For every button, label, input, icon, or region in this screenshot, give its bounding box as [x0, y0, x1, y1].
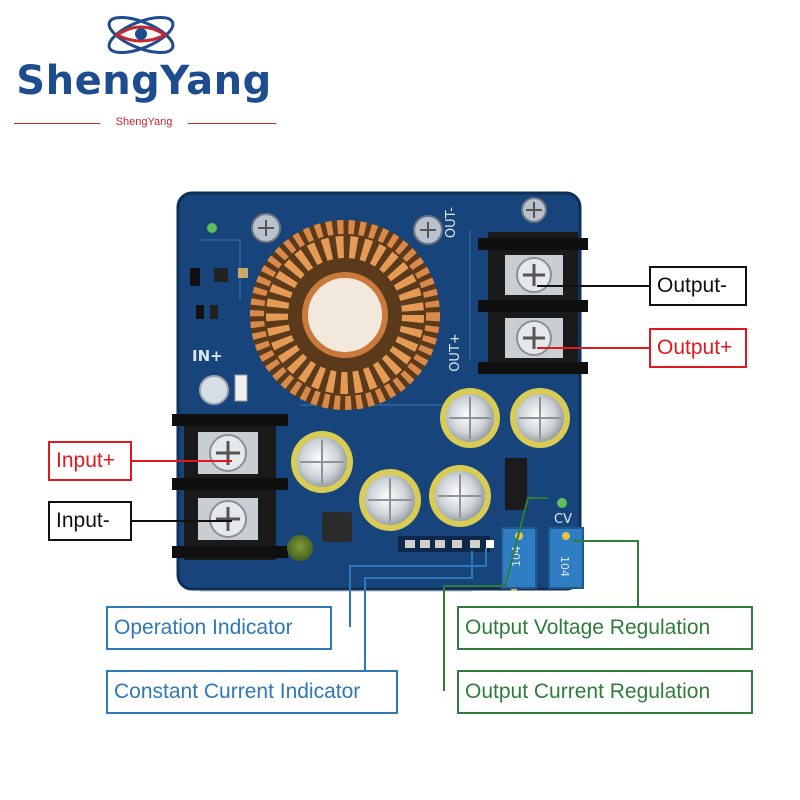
capacitor-icon — [510, 388, 570, 448]
mounting-hole — [199, 375, 229, 405]
output-minus-callout: Output- — [649, 266, 747, 306]
brand-tagline: ShengYang — [100, 116, 188, 128]
input-terminal-block — [172, 414, 288, 560]
constant-current-indicator-callout: Constant Current Indicator — [106, 670, 398, 714]
capacitor-icon — [429, 465, 491, 527]
output-voltage-regulation-callout: Output Voltage Regulation — [457, 606, 753, 650]
output-plus-callout: Output+ — [649, 328, 747, 368]
capacitor-icon — [359, 469, 421, 531]
input-minus-callout: Input- — [48, 501, 132, 541]
brand-name: ShengYang — [16, 58, 272, 104]
silk-in-plus: IN+ — [192, 347, 223, 365]
capacitor-icon — [287, 535, 313, 561]
operation-indicator-callout: Operation Indicator — [106, 606, 332, 650]
silk-cv: CV — [554, 512, 572, 527]
output-current-regulation-callout: Output Current Regulation — [457, 670, 753, 714]
potentiometer-icon — [548, 527, 584, 589]
operation-led-icon — [486, 540, 494, 548]
toroid-inductor — [250, 220, 440, 410]
input-plus-callout: Input+ — [48, 441, 132, 481]
capacitor-icon — [291, 431, 353, 493]
capacitor-icon — [440, 388, 500, 448]
eye-logo-icon — [107, 15, 175, 55]
